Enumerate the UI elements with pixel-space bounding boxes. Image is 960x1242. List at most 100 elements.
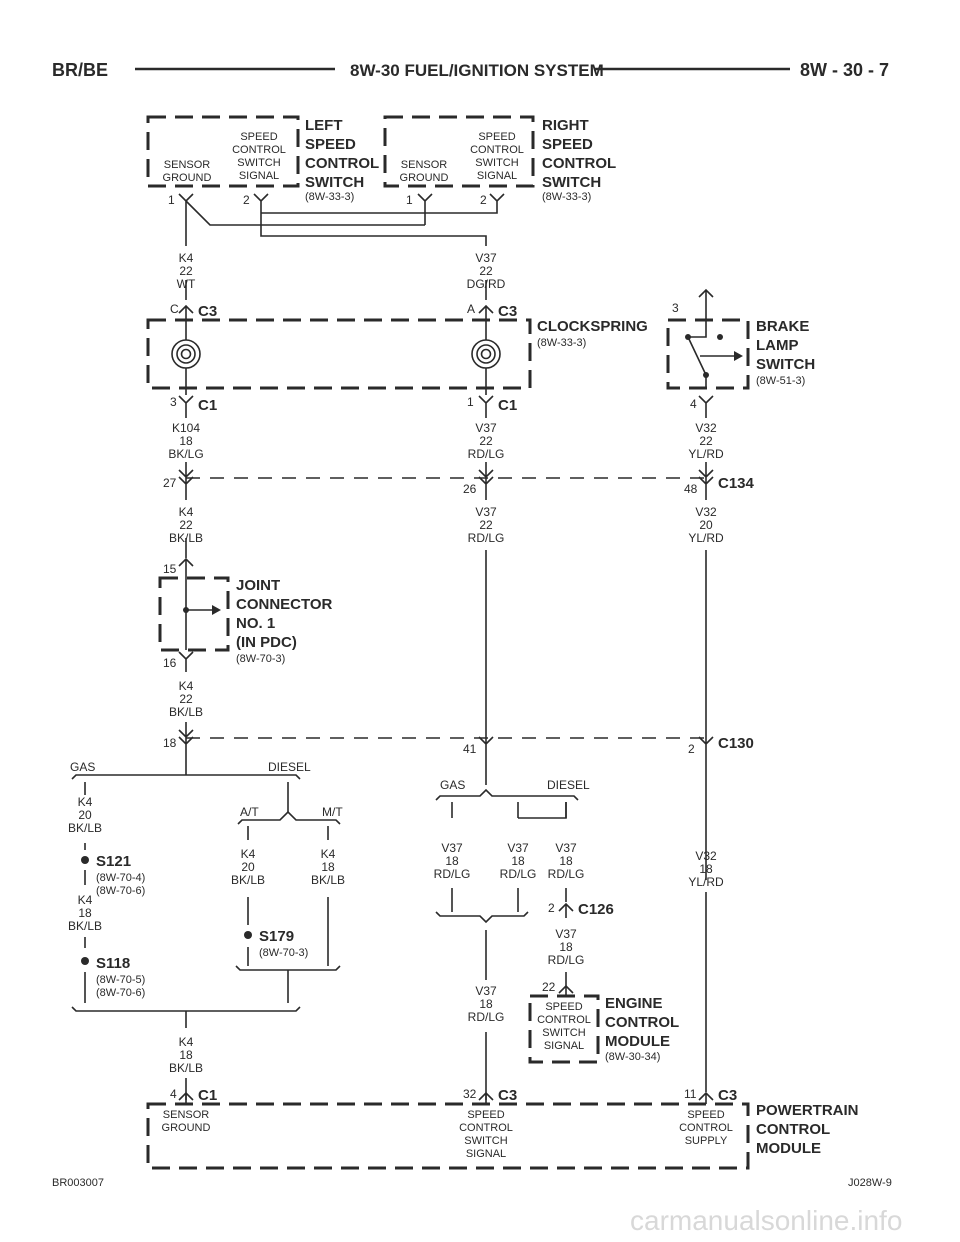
pin-number: 41 <box>463 742 477 756</box>
pin-number: 1 <box>467 395 474 409</box>
component-outline <box>146 1102 750 1170</box>
page-reference: (8W-51-3) <box>756 375 805 387</box>
splice-s118 <box>81 957 89 965</box>
option-diesel: DIESEL <box>547 778 590 792</box>
component-outline <box>146 318 532 390</box>
connector-pin <box>261 193 505 214</box>
page-reference: (8W-70-5)(8W-70-6) <box>96 974 145 999</box>
switch-contact <box>717 334 723 340</box>
connector-c134: 27 26 48 C134 <box>163 462 755 500</box>
connector-name: C130 <box>718 735 754 752</box>
connector-pin <box>178 557 194 578</box>
connector-pin <box>178 651 194 672</box>
connector-pin <box>178 722 194 775</box>
connector-pin <box>478 462 494 500</box>
component-outline <box>666 318 750 390</box>
page-reference: (8W-33-3) <box>305 191 354 203</box>
pin-number: 32 <box>463 1087 477 1101</box>
pin-number: 2 <box>243 193 250 207</box>
arrow-right-icon <box>212 605 221 615</box>
component-outline <box>158 576 230 652</box>
connector-pin <box>178 462 194 500</box>
connector-pin <box>698 735 714 880</box>
bus-bar <box>185 578 212 650</box>
connector-name: C1 <box>198 397 217 414</box>
wire <box>185 200 425 226</box>
connector-pin <box>178 395 194 418</box>
arrow-right-icon <box>734 351 743 361</box>
option-gas: GAS <box>70 760 95 774</box>
connector-pin <box>698 395 714 418</box>
header-page-number: 8W - 30 - 7 <box>800 60 889 80</box>
option-at: A/T <box>240 805 259 819</box>
connector-pin <box>478 735 494 785</box>
page-reference: (8W-30-34) <box>605 1051 660 1063</box>
connector-c130: 18 41 2 C130 <box>163 722 754 880</box>
option-diesel: DIESEL <box>268 760 311 774</box>
component-outline <box>146 115 300 188</box>
connector-pin <box>478 1091 494 1104</box>
connector-pin <box>178 1091 194 1104</box>
page-reference: (8W-70-4)(8W-70-6) <box>96 872 145 897</box>
connector-name: C3 <box>198 303 217 320</box>
connector-pin <box>698 462 714 500</box>
pin-number: 1 <box>168 193 175 207</box>
page-reference: (8W-70-3) <box>236 653 285 665</box>
connector-pin <box>478 395 494 418</box>
pin-number: 4 <box>690 397 697 411</box>
option-gas: GAS <box>440 778 465 792</box>
connector-name: C3 <box>718 1087 737 1104</box>
connector-pin <box>478 304 494 320</box>
page-reference: (8W-33-3) <box>542 191 591 203</box>
option-bracket <box>435 788 579 801</box>
connector-pin <box>558 888 574 918</box>
connector-pin <box>558 984 574 996</box>
clockspring: C C3 A C3 CLOCKSPRING (8W-33-3) 3 C1 1 C… <box>146 302 648 418</box>
pin-number: 3 <box>672 301 679 315</box>
connector-pin <box>417 193 433 225</box>
pin-number: 2 <box>548 901 555 915</box>
connector-pin <box>698 1091 714 1104</box>
pin-number: 4 <box>170 1087 177 1101</box>
connector-pin <box>253 193 487 246</box>
pin-number: 15 <box>163 562 177 576</box>
header-model: BR/BE <box>52 60 108 80</box>
connector-name: C134 <box>718 475 755 492</box>
page-reference: (8W-33-3) <box>537 337 586 349</box>
splice-s121 <box>81 856 89 864</box>
header-title: 8W-30 FUEL/IGNITION SYSTEM <box>350 61 604 80</box>
splice-name: S118 <box>96 955 130 972</box>
switch-blade <box>687 320 707 388</box>
connector-name: C126 <box>578 901 614 918</box>
pin-number: A <box>467 302 475 316</box>
option-mt: M/T <box>322 805 343 819</box>
component-name: CLOCKSPRING <box>537 318 648 335</box>
wire <box>517 802 567 819</box>
